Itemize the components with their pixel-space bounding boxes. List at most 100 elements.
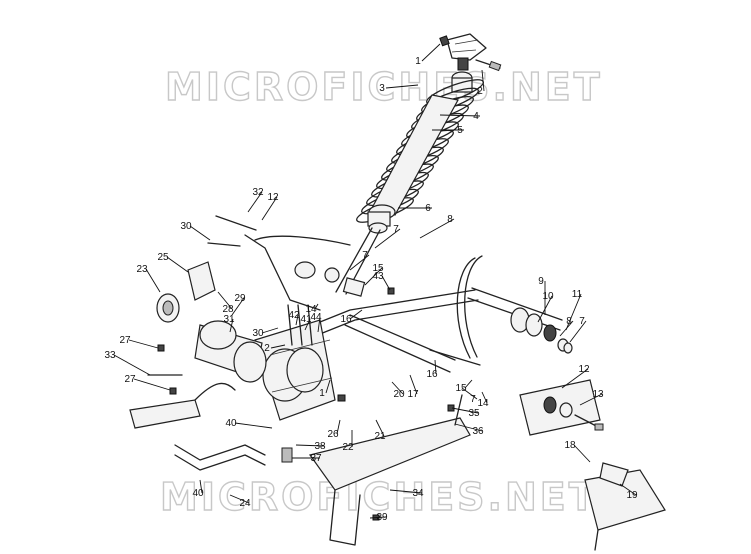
callout-label-11: 11 (572, 289, 583, 300)
callout-label-37: 37 (310, 453, 322, 464)
callout-leader-25 (166, 256, 189, 273)
callout-label-2: 2 (264, 343, 270, 354)
rear-axle-hardware (456, 255, 573, 359)
callout-label-28: 28 (222, 304, 234, 315)
callout-label-24: 24 (239, 498, 251, 509)
callout-label-25: 25 (157, 252, 169, 263)
shock-absorber (335, 33, 487, 295)
callout-leader-15 (464, 379, 473, 389)
callout-leader-27 (133, 378, 171, 391)
callout-label-40: 40 (225, 418, 237, 429)
callout-label-33: 33 (104, 350, 116, 361)
lower-support (584, 462, 666, 551)
callout-leader-33 (113, 354, 151, 376)
callout-label-12: 12 (578, 364, 590, 375)
callout-leader-35 (451, 407, 479, 414)
callout-leader-31 (229, 318, 234, 333)
callout-leader-41 (304, 318, 311, 331)
callout-label-8: 8 (566, 316, 572, 327)
callout-label-34: 34 (412, 488, 424, 499)
callout-label-2: 2 (477, 86, 483, 97)
watermark-bottom: MICROFICHES.NET (160, 475, 598, 519)
callout-leader-1 (421, 43, 441, 62)
idler-wheel (156, 261, 216, 323)
callout-label-10: 10 (542, 291, 554, 302)
cross-shaft (129, 382, 266, 471)
callout-leader-8 (419, 218, 455, 239)
callout-label-17: 17 (407, 389, 419, 400)
callout-label-35: 35 (468, 408, 480, 419)
callout-label-21: 21 (374, 431, 386, 442)
callout-leader-30 (261, 327, 279, 334)
callout-leader-44 (317, 316, 321, 333)
callout-leader-11 (565, 293, 582, 331)
callout-label-15: 15 (372, 263, 384, 274)
upper-bolt (439, 35, 502, 72)
callout-leader-40 (199, 479, 203, 494)
callout-label-7: 7 (393, 224, 399, 235)
callout-leader-39 (369, 516, 387, 519)
callout-leader-12 (261, 196, 278, 221)
callout-leader-14 (314, 303, 319, 310)
center-housing (254, 319, 336, 421)
callout-label-27: 27 (119, 335, 131, 346)
upper-arm (207, 215, 366, 311)
callout-leader-8 (559, 320, 574, 337)
callout-label-30: 30 (180, 221, 192, 232)
callout-leader-36 (454, 423, 483, 432)
callout-label-12: 12 (267, 192, 279, 203)
callout-leader-15 (364, 267, 383, 286)
callout-leader-24 (229, 494, 250, 504)
callout-leader-20 (391, 381, 404, 395)
callout-leader-42 (295, 314, 299, 326)
callout-leader-43 (381, 275, 391, 291)
callout-label-15: 15 (455, 383, 467, 394)
callout-label-39: 39 (376, 512, 388, 523)
callout-label-32: 32 (252, 187, 264, 198)
callout-label-40: 40 (192, 488, 204, 499)
callout-leader-28 (217, 291, 233, 310)
callout-leader-2 (270, 344, 286, 349)
callout-label-5: 5 (457, 125, 463, 136)
callout-leader-16 (349, 309, 363, 320)
callout-label-18: 18 (564, 440, 576, 451)
callout-label-16: 16 (426, 369, 438, 380)
callout-label-36: 36 (472, 426, 484, 437)
callout-label-22: 22 (342, 442, 354, 453)
callout-leader-7 (461, 387, 478, 400)
callout-leaders (113, 43, 637, 519)
callout-label-13: 13 (592, 389, 604, 400)
callout-label-26: 26 (327, 429, 339, 440)
callout-label-38: 38 (314, 441, 326, 452)
callout-label-6: 6 (425, 203, 431, 214)
callout-label-14: 14 (477, 398, 489, 409)
callout-label-7: 7 (362, 250, 368, 261)
callout-label-1: 1 (415, 56, 421, 67)
callout-leader-40 (234, 422, 273, 429)
callout-leader-26 (336, 419, 341, 435)
callout-leader-4 (439, 114, 481, 117)
callout-leader-21 (375, 419, 385, 437)
callout-label-16: 16 (340, 314, 352, 325)
callout-leader-14 (481, 391, 488, 404)
callout-leader-32 (247, 191, 263, 213)
callout-label-42: 42 (288, 310, 300, 321)
callout-leader-17 (409, 374, 418, 395)
callout-leader-27 (128, 339, 159, 349)
callout-leader-7 (374, 228, 401, 249)
callout-label-30: 30 (252, 328, 264, 339)
callout-label-20: 20 (393, 389, 405, 400)
callout-leader-13 (579, 393, 603, 406)
callout-leader-10 (537, 295, 553, 323)
callout-label-29: 29 (234, 293, 246, 304)
callout-leader-29 (231, 297, 245, 316)
callout-leader-12 (561, 368, 589, 389)
callout-leader-16 (434, 359, 437, 375)
callout-leader-30 (189, 225, 211, 241)
rear-mount-bracket (519, 379, 604, 436)
callout-leader-34 (389, 489, 423, 494)
callout-label-44: 44 (310, 312, 322, 323)
callout-label-9: 9 (538, 276, 544, 287)
